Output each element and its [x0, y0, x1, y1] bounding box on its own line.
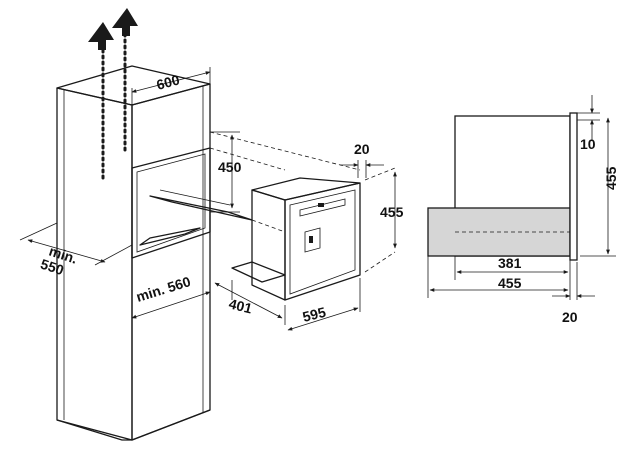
label-side-total-depth: 455	[498, 275, 522, 291]
side-view	[427, 95, 616, 300]
coffee-machine	[231, 177, 361, 301]
label-opening-height: 450	[218, 159, 242, 175]
label-side-inner-depth: 381	[498, 255, 522, 271]
label-appliance-width: 595	[301, 304, 328, 325]
label-cabinet-width: 600	[155, 71, 182, 93]
label-cabinet-depth: min. 550	[39, 241, 83, 282]
display-icon	[318, 203, 324, 207]
label-side-front: 20	[562, 309, 578, 325]
arrow-up-right-icon	[112, 8, 138, 36]
tall-cabinet	[56, 65, 253, 441]
airflow-arrows	[88, 8, 138, 180]
projection-lines	[209, 131, 396, 273]
label-front-depth: 20	[354, 141, 370, 157]
spout-icon	[309, 236, 313, 243]
label-appliance-depth: 401	[227, 295, 254, 316]
label-side-top-gap: 10	[580, 136, 596, 152]
arrow-up-left-icon	[88, 22, 114, 50]
label-side-height: 455	[603, 166, 619, 190]
dimension-lines	[19, 67, 397, 331]
label-niche-depth: min. 560	[134, 273, 192, 305]
label-appliance-height: 455	[380, 204, 404, 220]
